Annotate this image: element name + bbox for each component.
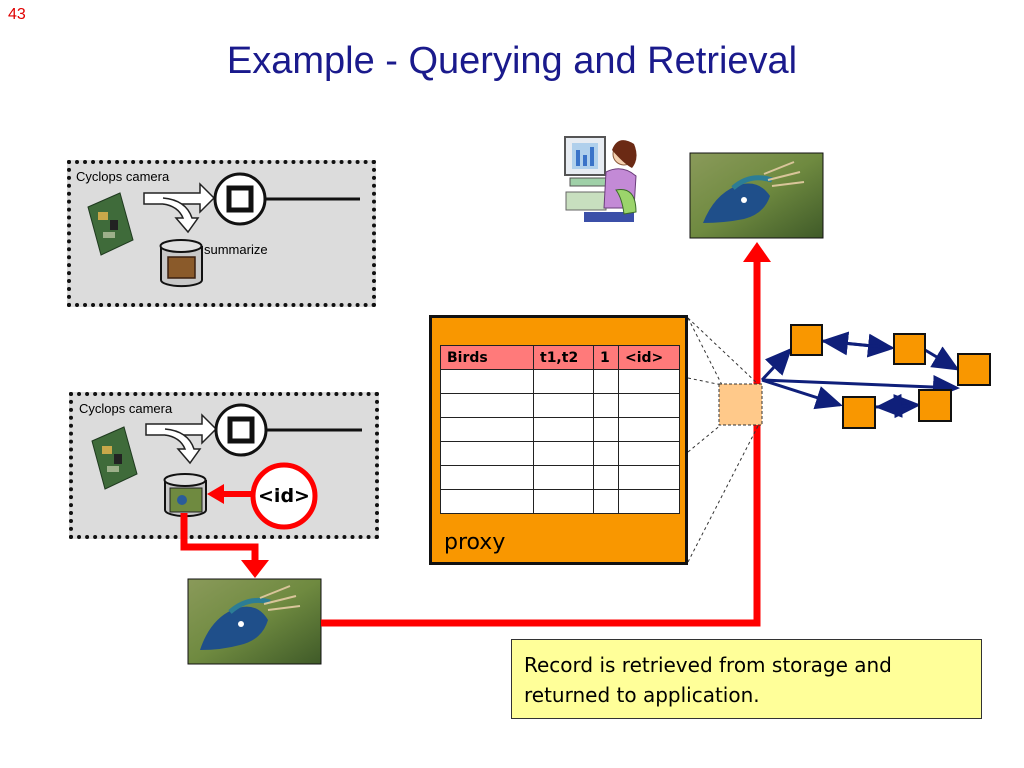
table-cell [533,369,594,394]
network-node [842,396,876,429]
network-node [790,324,823,356]
table-cell [440,489,534,514]
table-cell [533,417,594,442]
sensor-node-icon [214,403,268,457]
id-label: <id> [258,485,310,507]
header-time: t1,t2 [533,345,594,370]
user-at-computer-icon [564,136,637,222]
table-cell [593,465,619,490]
storage-cylinder-icon [159,239,203,288]
header-birds: Birds [440,345,534,370]
network-node [918,389,952,422]
slide-title: Example - Querying and Retrieval [226,40,798,82]
caption-box: Record is retrieved from storage and ret… [511,639,982,719]
table-cell [593,441,619,466]
table-row [440,465,680,490]
table-cell [618,369,680,394]
storage-cylinder-icon [163,473,207,518]
table-cell [593,369,619,394]
table-cell [440,465,534,490]
table-cell [618,489,680,514]
table-cell [593,489,619,514]
table-cell [618,417,680,442]
camera-label-1: Cyclops camera [76,169,170,184]
retrieved-image [187,578,322,665]
table-cell [593,393,619,418]
caption-text: Record is retrieved from storage and ret… [524,653,892,707]
table-row [440,369,680,394]
proxy-box: Birds t1,t2 1 <id> proxy [429,315,688,565]
table-cell [533,465,594,490]
table-cell [593,417,619,442]
proxy-table-body [440,369,680,514]
table-cell [440,441,534,466]
proxy-label: proxy [444,530,506,555]
sensor-board-icon [91,426,138,490]
application-image [689,152,824,239]
proxy-projection-lines [687,317,760,563]
table-cell [533,393,594,418]
header-count: 1 [593,345,619,370]
table-cell [440,393,534,418]
table-row [440,489,680,514]
sensor-board-icon [87,192,134,256]
data-flow-arrow-1 [143,182,216,234]
network-node [957,353,991,386]
return-to-application-arrow [321,242,771,627]
proxy-table: Birds t1,t2 1 <id> [440,345,680,514]
id-query-circle [250,462,318,530]
table-cell [618,393,680,418]
table-row [440,393,680,418]
header-id: <id> [618,345,680,370]
table-cell [618,441,680,466]
proxy-table-header: Birds t1,t2 1 <id> [440,345,680,370]
table-row [440,441,680,466]
network-nodes [790,324,991,429]
camera-label-2: Cyclops camera [79,401,173,416]
proxy-node [718,383,763,426]
table-cell [533,441,594,466]
table-cell [533,489,594,514]
table-row [440,417,680,442]
retrieval-arrow-down [180,513,269,578]
table-cell [618,465,680,490]
table-cell [440,417,534,442]
table-cell [440,369,534,394]
summarize-label: summarize [204,242,268,257]
data-flow-arrow-2 [145,413,218,465]
network-edges [760,331,960,419]
sensor-node-icon [213,172,267,226]
network-node [893,333,926,365]
slide-number: 43 [8,6,26,23]
id-query-arrow [207,484,252,504]
